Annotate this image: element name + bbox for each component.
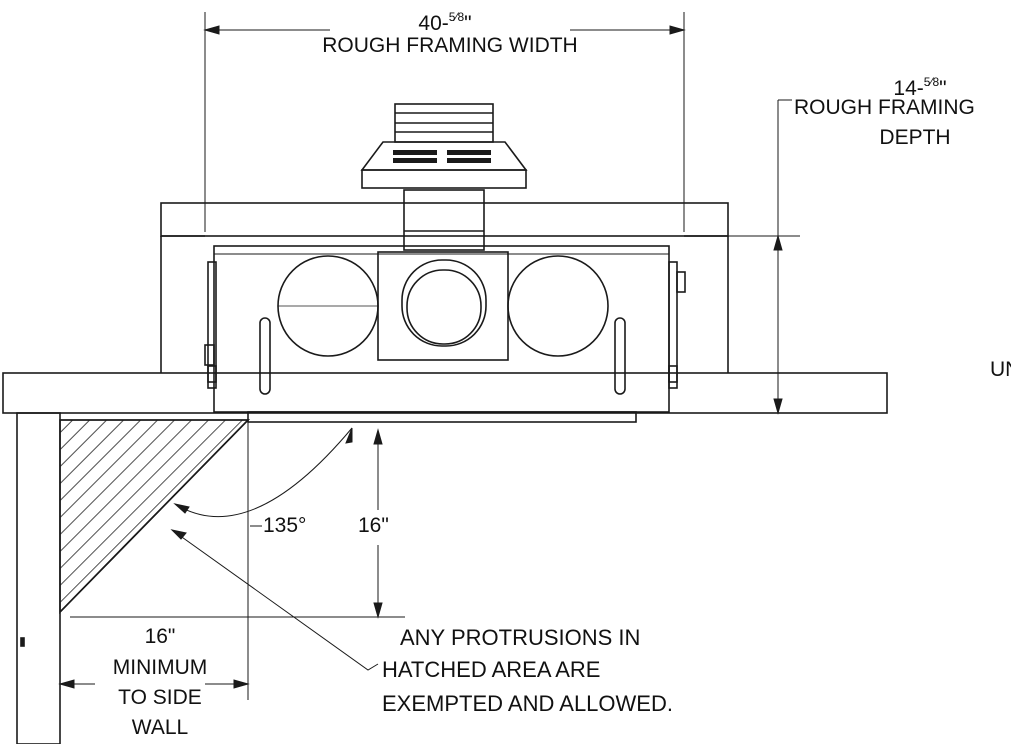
flue-cap [360,103,528,251]
side-wall-line2: TO SIDE [118,686,202,709]
cut-off-text: UN [990,358,1011,381]
side-wall [16,412,61,744]
depth-label-line2: DEPTH [879,126,951,149]
note-line1: ANY PROTRUSIONS IN [400,625,641,650]
side-wall-line3: WALL [131,716,189,739]
side-wall-dimension [58,420,250,700]
width-dimension [203,12,686,232]
note-leader [170,529,379,671]
clearance-dimension [70,428,405,619]
angle-dimension [173,427,353,527]
width-label: ROUGH FRAMING WIDTH [322,34,578,57]
clearance-label: 16" [358,514,389,537]
ceiling-drywall [2,372,888,414]
side-wall-line1: MINIMUM [112,656,208,679]
depth-label-line1: ROUGH FRAMING [794,96,975,119]
ceiling-framing [160,202,800,373]
side-wall-value: 16" [144,625,176,648]
width-value: 40-5⁄8" [418,10,472,35]
depth-dimension [728,99,800,415]
angle-label: 135° [263,514,307,537]
unit-housing [204,245,686,423]
depth-value: 14-5⁄8" [893,75,947,100]
note-line2: HATCHED AREA ARE [382,657,601,682]
note-line3: EXEMPTED AND ALLOWED. [382,691,673,716]
